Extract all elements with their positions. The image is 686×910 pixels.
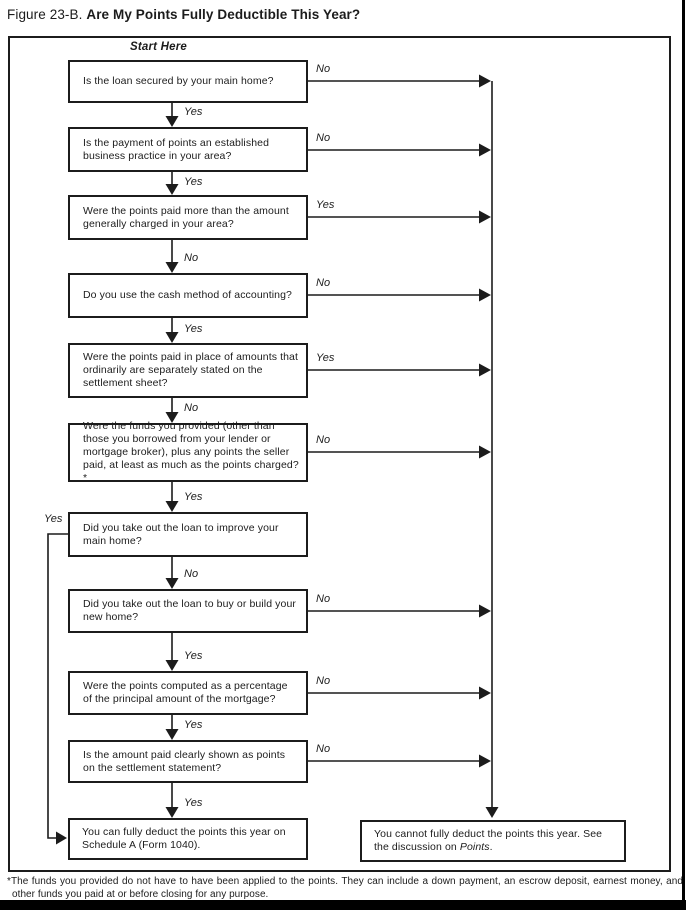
branch-label-down-6: Yes (184, 491, 203, 503)
branch-label-down-1: Yes (184, 106, 203, 118)
branch-label-down-8: Yes (184, 650, 203, 662)
question-box-2: Is the payment of points an established … (68, 127, 308, 172)
page-edge-bottom (0, 900, 686, 910)
branch-label-side-7: No (316, 593, 331, 605)
points-reference: Points (459, 841, 490, 853)
branch-label-side-8: No (316, 675, 331, 687)
left-branch (47, 533, 68, 845)
branch-label-side-5: Yes (316, 352, 335, 364)
question-text: Is the payment of points an established … (83, 136, 270, 162)
branch-label-side-6: No (316, 434, 331, 446)
question-text: Is the amount paid clearly shown as poin… (83, 748, 286, 774)
question-text: Did you take out the loan to buy or buil… (83, 598, 296, 623)
result-box-deduct: You can fully deduct the points this yea… (68, 818, 308, 860)
branch-label-down-4: Yes (184, 323, 203, 335)
side-arrows (308, 74, 491, 768)
question-box-10: Is the amount paid clearly shown as poin… (68, 740, 308, 783)
start-here-label: Start Here (130, 41, 187, 53)
branch-label-down-5: No (184, 402, 199, 414)
question-text: Were the points paid more than the amoun… (83, 204, 289, 230)
branch-label-down-3: No (184, 252, 199, 264)
page-edge-right (682, 0, 685, 910)
question-text: Do you use the cash method of accounting… (83, 289, 292, 301)
branch-label-down-9: Yes (184, 719, 203, 731)
down-arrows (165, 103, 179, 818)
question-box-3: Were the points paid more than the amoun… (68, 195, 308, 240)
question-text: Were the points computed as a percentage… (83, 680, 288, 705)
branch-label-side-2: No (316, 132, 331, 144)
figure-number: Figure 23-B. (7, 7, 83, 22)
branch-label-down-2: Yes (184, 176, 203, 188)
branch-label-side-9: No (316, 743, 331, 755)
question-box-8: Did you take out the loan to buy or buil… (68, 589, 308, 633)
question-text: Did you take out the loan to improve you… (83, 521, 279, 547)
collector-line (485, 81, 499, 818)
question-box-7: Did you take out the loan to improve you… (68, 512, 308, 557)
branch-label-side-1: No (316, 63, 331, 75)
question-text: Were the funds you provided (other than … (83, 420, 299, 484)
result-text: You cannot fully deduct the points this … (374, 827, 603, 854)
branch-label-down-7: No (184, 568, 199, 580)
figure-title-text: Are My Points Fully Deductible This Year… (86, 7, 361, 22)
question-text: Were the points paid in place of amounts… (83, 351, 299, 389)
question-box-9: Were the points computed as a percentage… (68, 671, 308, 715)
branch-label-down-10: Yes (184, 797, 203, 809)
figure-title: Figure 23-B. Are My Points Fully Deducti… (7, 7, 360, 22)
footnote: *The funds you provided do not have to h… (7, 876, 683, 900)
branch-label-left-yes: Yes (44, 513, 63, 525)
result-box-not-deduct: You cannot fully deduct the points this … (360, 820, 626, 862)
flowchart-frame (8, 36, 671, 872)
result-text: You can fully deduct the points this yea… (82, 825, 286, 852)
branch-label-side-4: No (316, 277, 331, 289)
question-box-5: Were the points paid in place of amounts… (68, 343, 308, 398)
question-box-4: Do you use the cash method of accounting… (68, 273, 308, 318)
question-box-6: Were the funds you provided (other than … (68, 420, 308, 484)
branch-label-side-3: Yes (316, 199, 335, 211)
question-text: Is the loan secured by your main home? (83, 75, 274, 87)
question-box-1: Is the loan secured by your main home? (68, 60, 308, 103)
